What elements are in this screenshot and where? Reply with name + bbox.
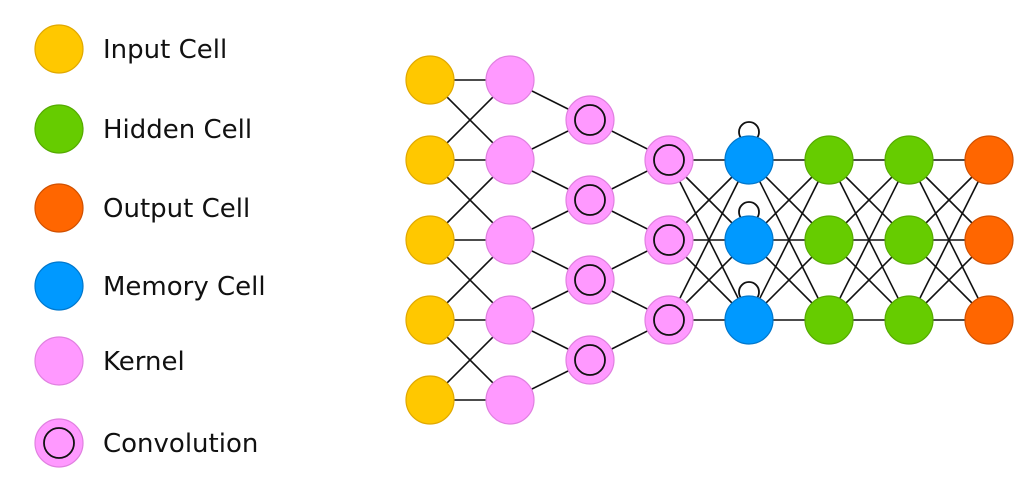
legend-swatch-output: [34, 183, 84, 233]
legend-swatch-input: [34, 24, 84, 74]
legend-swatch-kernel: [34, 336, 84, 386]
legend-item-hidden: Hidden Cell: [34, 104, 252, 154]
legend-item-convolution: Convolution: [34, 418, 258, 468]
node-convolution-l3-0-ring: [653, 144, 685, 176]
node-hidden-l6-0: [884, 135, 934, 185]
node-kernel-l1-1: [485, 135, 535, 185]
node-hidden-l5-1: [804, 215, 854, 265]
node-hidden-l5-2: [804, 295, 854, 345]
node-convolution-l2-0-ring: [574, 104, 606, 136]
legend-swatch-hidden: [34, 104, 84, 154]
node-convolution-l3-1: [644, 215, 694, 265]
node-output-l7-2: [964, 295, 1014, 345]
network-nodes: [405, 55, 1014, 425]
node-hidden-l6-2: [884, 295, 934, 345]
node-convolution-l2-2: [565, 255, 615, 305]
node-output-l7-1: [964, 215, 1014, 265]
node-convolution-l2-3: [565, 335, 615, 385]
node-memory-l4-1: [724, 215, 774, 265]
node-convolution-l3-0: [644, 135, 694, 185]
legend-swatch-convolution-ring: [43, 427, 75, 459]
node-convolution-l3-2: [644, 295, 694, 345]
connection-l4n2-l5n0: [748, 159, 830, 321]
node-convolution-l3-2-ring: [653, 304, 685, 336]
legend-swatch-memory: [34, 261, 84, 311]
node-hidden-l5-0: [804, 135, 854, 185]
node-convolution-l2-0: [565, 95, 615, 145]
node-kernel-l1-2: [485, 215, 535, 265]
legend-item-kernel: Kernel: [34, 336, 185, 386]
legend-item-memory: Memory Cell: [34, 261, 266, 311]
node-memory-l4-0: [724, 135, 774, 185]
legend-label-memory: Memory Cell: [103, 272, 266, 302]
legend-label-output: Output Cell: [103, 194, 250, 224]
node-input-l0-0: [405, 55, 455, 105]
connection-l5n2-l6n0: [828, 159, 910, 321]
node-memory-l4-2: [724, 295, 774, 345]
connection-l6n2-l7n0: [908, 159, 990, 321]
node-input-l0-2: [405, 215, 455, 265]
node-convolution-l2-3-ring: [574, 344, 606, 376]
legend-label-kernel: Kernel: [103, 347, 185, 377]
node-convolution-l3-1-ring: [653, 224, 685, 256]
node-kernel-l1-4: [485, 375, 535, 425]
node-kernel-l1-3: [485, 295, 535, 345]
legend-item-output: Output Cell: [34, 183, 250, 233]
legend-label-hidden: Hidden Cell: [103, 115, 252, 145]
node-input-l0-3: [405, 295, 455, 345]
node-convolution-l2-2-ring: [574, 264, 606, 296]
node-convolution-l2-1: [565, 175, 615, 225]
node-kernel-l1-0: [485, 55, 535, 105]
node-output-l7-0: [964, 135, 1014, 185]
legend-item-input: Input Cell: [34, 24, 227, 74]
legend-swatch-convolution: [34, 418, 84, 468]
legend-label-input: Input Cell: [103, 35, 227, 65]
legend-label-convolution: Convolution: [103, 429, 258, 459]
node-convolution-l2-1-ring: [574, 184, 606, 216]
node-input-l0-4: [405, 375, 455, 425]
connection-l3n2-l4n0: [668, 159, 750, 321]
node-input-l0-1: [405, 135, 455, 185]
node-hidden-l6-1: [884, 215, 934, 265]
